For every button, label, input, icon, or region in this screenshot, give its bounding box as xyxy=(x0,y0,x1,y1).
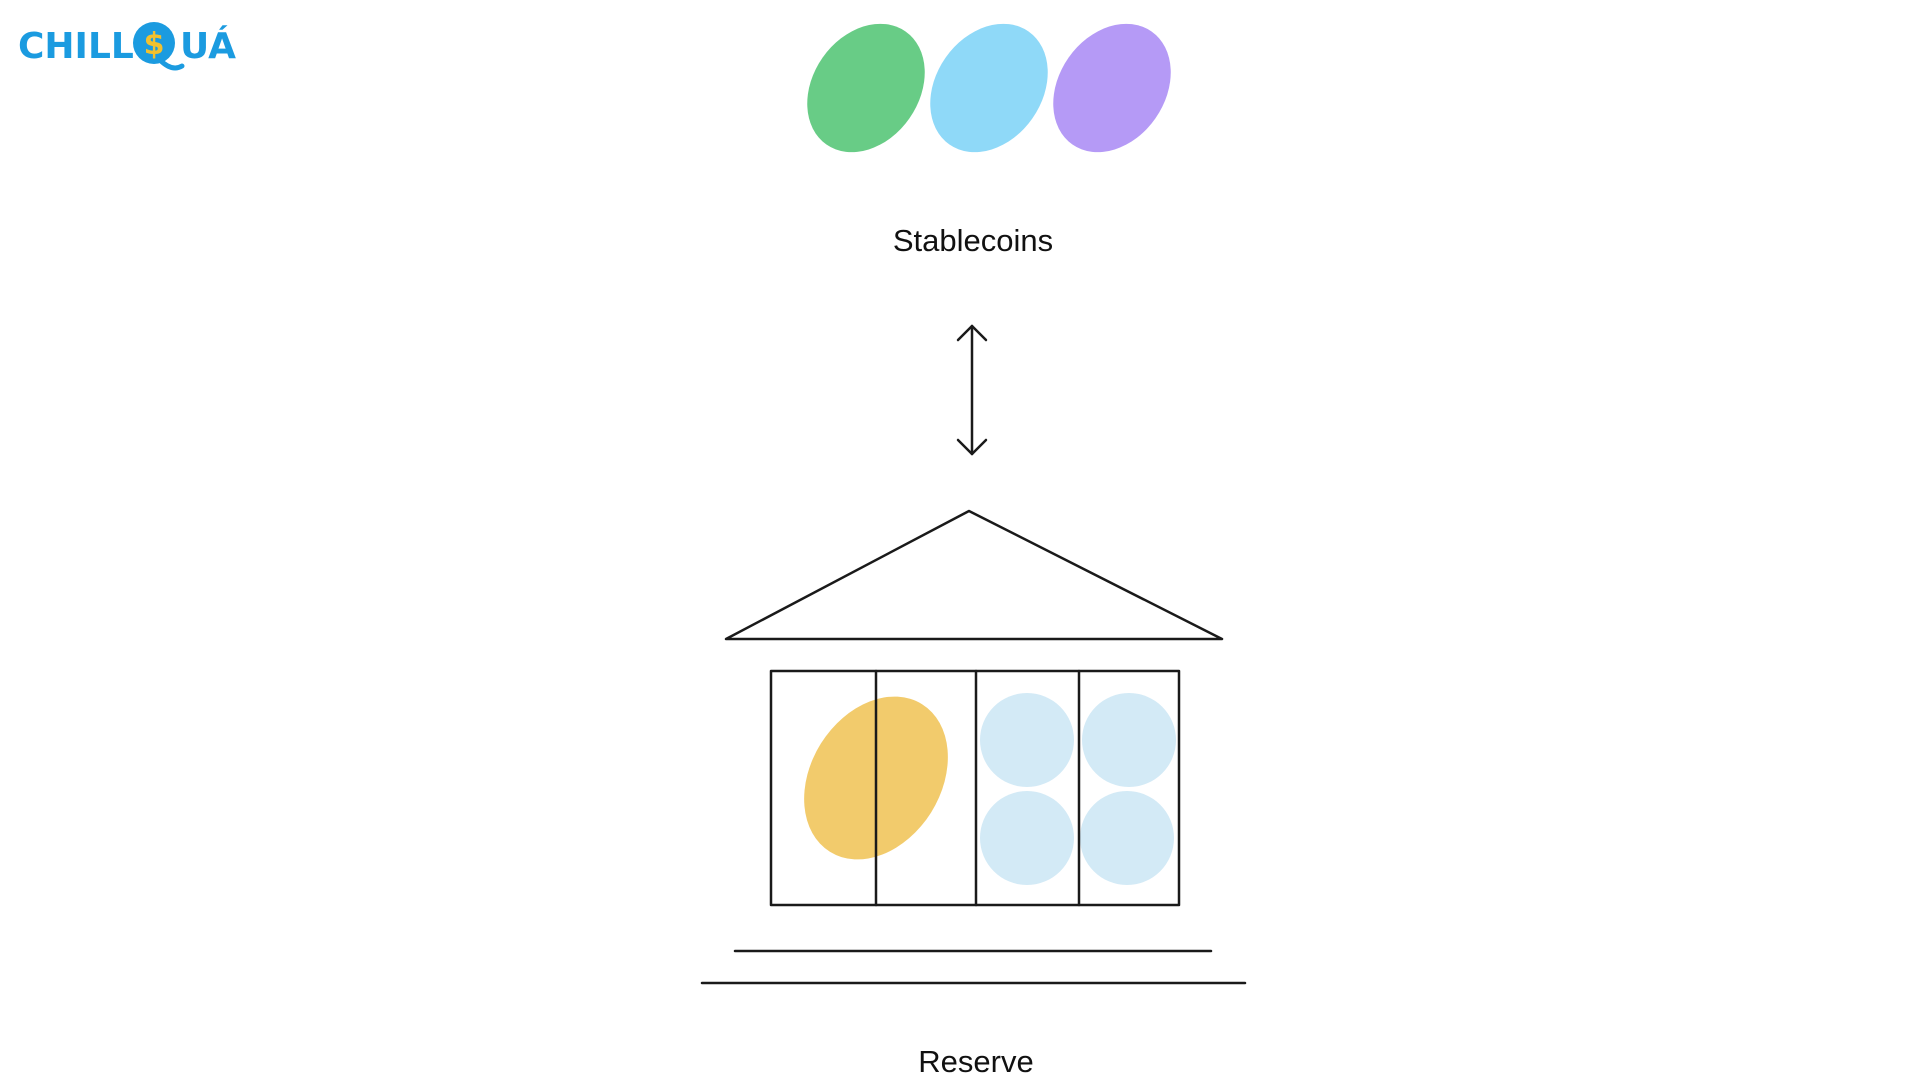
arrow-head-up xyxy=(956,324,988,342)
stablecoin-blue xyxy=(930,23,1048,153)
reserve-blue-coin xyxy=(980,693,1074,787)
bank-building-icon xyxy=(700,509,1247,985)
reserve-blue-coin xyxy=(1080,791,1174,885)
bank-roof xyxy=(724,509,1224,641)
reserve-blue-coin xyxy=(980,791,1074,885)
logo-text-left: CHILL xyxy=(18,26,134,67)
logo-coin-icon: $ xyxy=(133,22,185,71)
logo-tail xyxy=(157,57,185,71)
stablecoin-group xyxy=(807,23,1171,153)
dollar-sign-icon: $ xyxy=(144,27,165,62)
reserve-label: Reserve xyxy=(918,1044,1033,1079)
stablecoin-purple xyxy=(1053,23,1171,153)
reserve-blue-coin xyxy=(1082,693,1176,787)
stablecoin-green xyxy=(807,23,925,153)
stablecoins-label: Stablecoins xyxy=(893,223,1053,258)
double-arrow-vertical-icon xyxy=(956,324,988,456)
chillqua-logo[interactable]: CHILL $ UÁ xyxy=(18,22,236,71)
arrow-head-down xyxy=(956,438,988,456)
logo-circle xyxy=(133,22,175,64)
logo-text-right: UÁ xyxy=(180,25,236,67)
